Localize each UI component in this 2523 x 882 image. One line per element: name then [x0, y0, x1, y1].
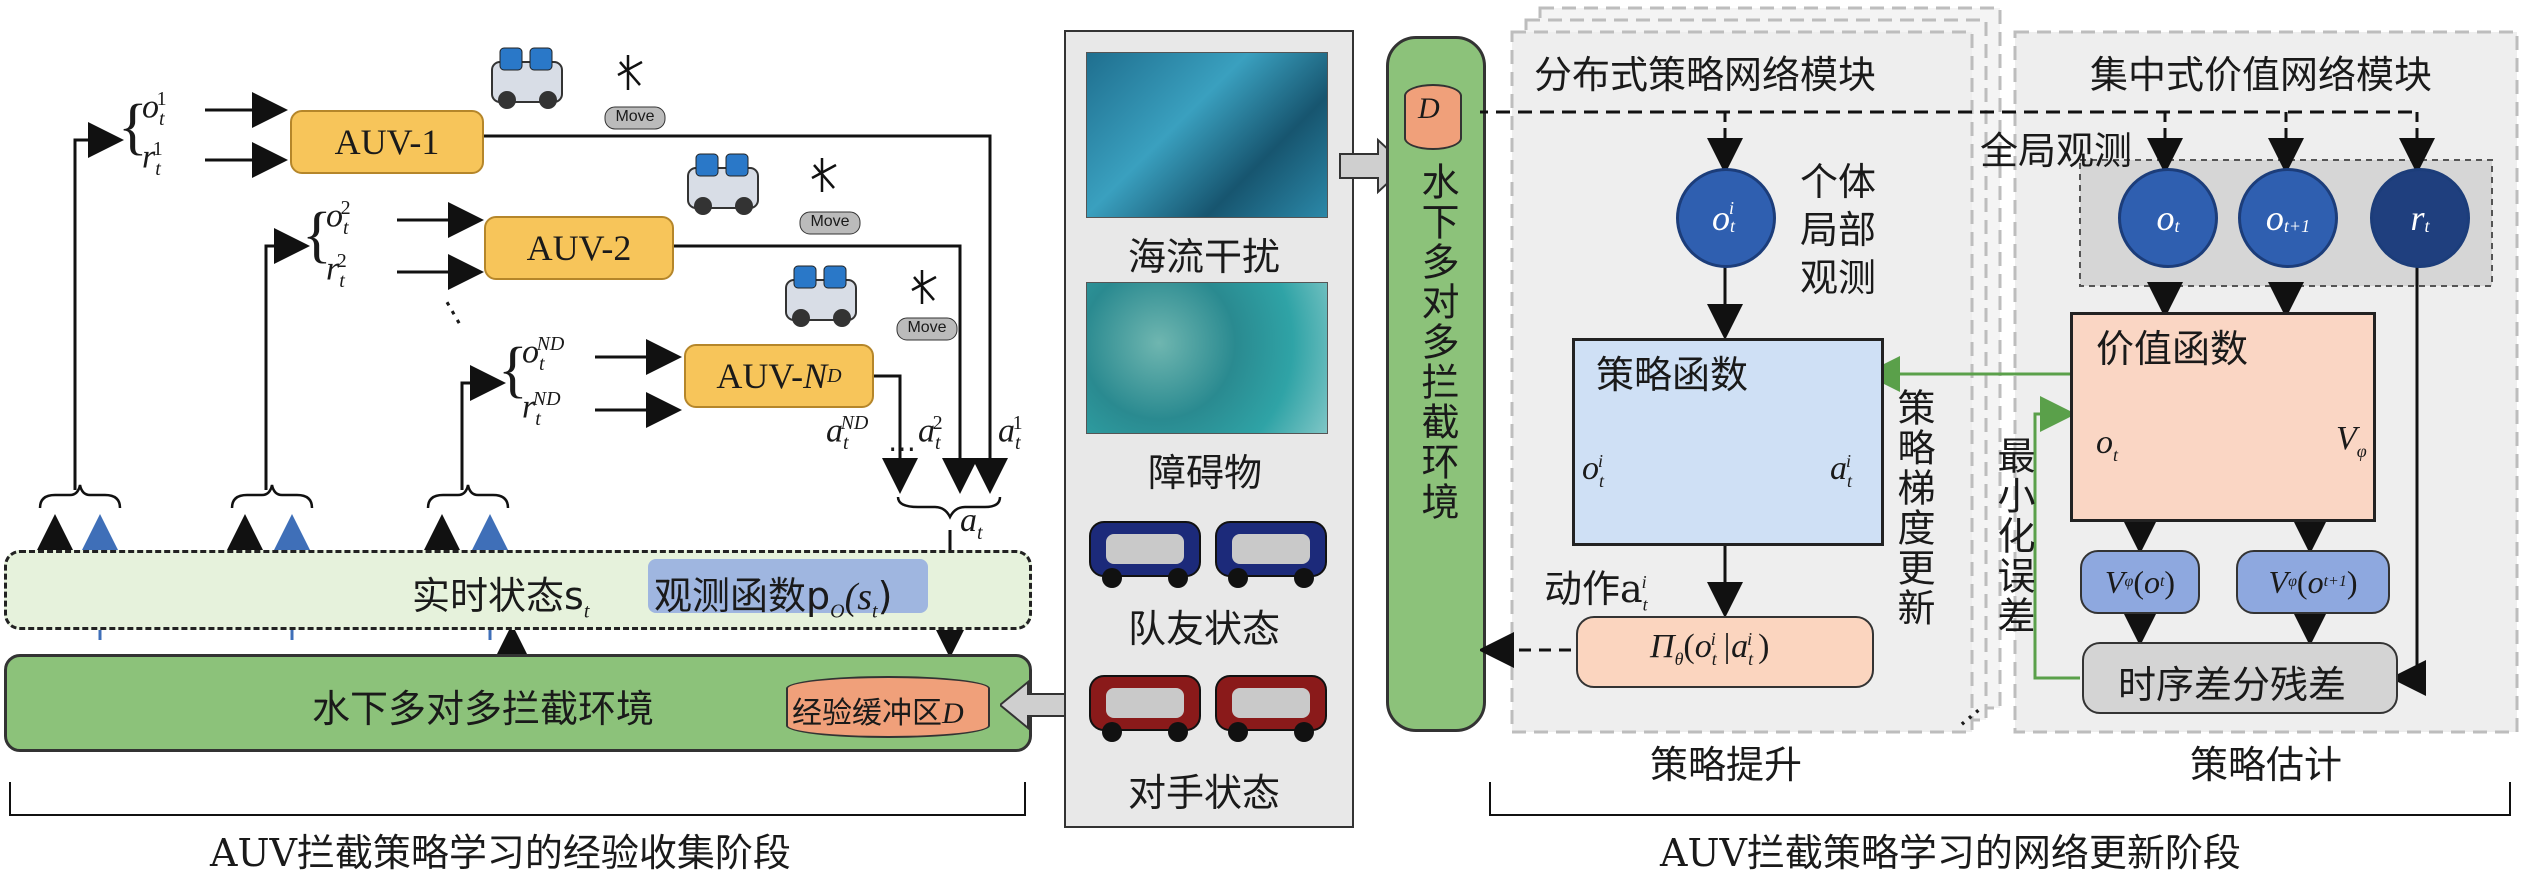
value-function-label: 价值函数: [2096, 327, 2249, 371]
auv-robot-icon-3: [785, 265, 857, 327]
hollow-arrow-left: [1000, 680, 1069, 730]
opponent-auv-icons: [1089, 675, 1327, 742]
opponent-state-label: 对手状态: [1128, 771, 1281, 815]
teammate-auv-icons: [1089, 521, 1327, 588]
brace-3: {: [498, 336, 528, 404]
move-badge-2: Move: [810, 213, 850, 230]
brace-1: {: [118, 93, 148, 161]
environment-label: 水下多对多拦截环境: [312, 687, 655, 731]
update-phase-label: AUV拦截策略学习的网络更新阶段: [1660, 831, 2241, 875]
value-function-box: [2070, 312, 2376, 522]
individual-obs-label: 个体局部观测: [1799, 160, 1876, 300]
env-column: [1386, 36, 1486, 732]
global-obs-label: 全局观测: [1980, 129, 2133, 173]
policy-input-obs: oti: [1582, 450, 1605, 491]
obstacle-photo: [1086, 282, 1328, 434]
pi-box: [1576, 616, 1874, 688]
env-column-label: 水下多对多拦截环境: [1415, 162, 1459, 522]
auv-2-box: AUV-2: [484, 216, 674, 280]
rew-2: rt2: [326, 250, 347, 293]
auv-robot-icon-2: [687, 153, 759, 215]
policy-footer-label: 策略提升: [1650, 743, 1803, 787]
rew-1: rt1: [142, 138, 163, 181]
policy-function-label: 策略函数: [1596, 353, 1749, 397]
obs-function-box: [648, 559, 928, 613]
experience-buffer: [786, 676, 990, 738]
td-residual-label: 时序差分残差: [2118, 663, 2347, 707]
left-diagram-lines: [9, 47, 1026, 816]
policy-module-title: 分布式策略网络模块: [1534, 53, 1877, 97]
action-2: at2: [918, 412, 943, 455]
td-residual-box: [2082, 642, 2398, 714]
auv-robot-icon-1: [491, 47, 563, 109]
env-column-buffer: [1404, 84, 1462, 150]
brace-2: {: [302, 201, 332, 269]
minimize-error-label: 最小化误差: [1991, 436, 2035, 636]
obs-function-label: 观测函数pO(st): [654, 574, 893, 623]
auv-1-box: AUV-1: [290, 110, 484, 174]
policy-function-box: [1572, 338, 1884, 546]
ocean-current-photo: [1086, 52, 1328, 218]
obs-nd: otND: [522, 333, 565, 376]
value-module-title: 集中式价值网络模块: [2090, 53, 2433, 97]
policy-output-action: ati: [1830, 450, 1853, 491]
value-output-v: Vφ: [2336, 420, 2367, 461]
policy-gradient-label: 策略梯度更新: [1891, 388, 1935, 628]
experience-buffer-label: 经验缓冲区D: [792, 696, 964, 731]
move-badge-1: Move: [615, 108, 655, 125]
obs-1: ot1: [142, 88, 167, 131]
collection-phase-label: AUV拦截策略学习的经验收集阶段: [210, 831, 791, 875]
obstacle-label: 障碍物: [1148, 451, 1263, 495]
action-1: at1: [998, 412, 1023, 455]
action-label: 动作ati: [1544, 567, 1648, 615]
action-nd: atND: [826, 412, 869, 455]
obs-2: ot2: [326, 197, 351, 240]
realtime-state-label: 实时状态st: [412, 574, 590, 623]
ocean-current-label: 海流干扰: [1128, 235, 1281, 279]
teammate-state-label: 队友状态: [1128, 607, 1281, 651]
rew-nd: rtND: [522, 388, 561, 431]
env-column-buffer-symbol: D: [1418, 92, 1440, 125]
action-joint: at: [960, 502, 983, 544]
value-input-obs: ot: [2096, 424, 2119, 465]
pi-label: Πθ(oti|ati): [1650, 628, 1770, 669]
move-badge-3: Move: [907, 319, 947, 336]
action-dots: ⋯: [888, 434, 916, 465]
value-footer-label: 策略估计: [2190, 743, 2343, 787]
